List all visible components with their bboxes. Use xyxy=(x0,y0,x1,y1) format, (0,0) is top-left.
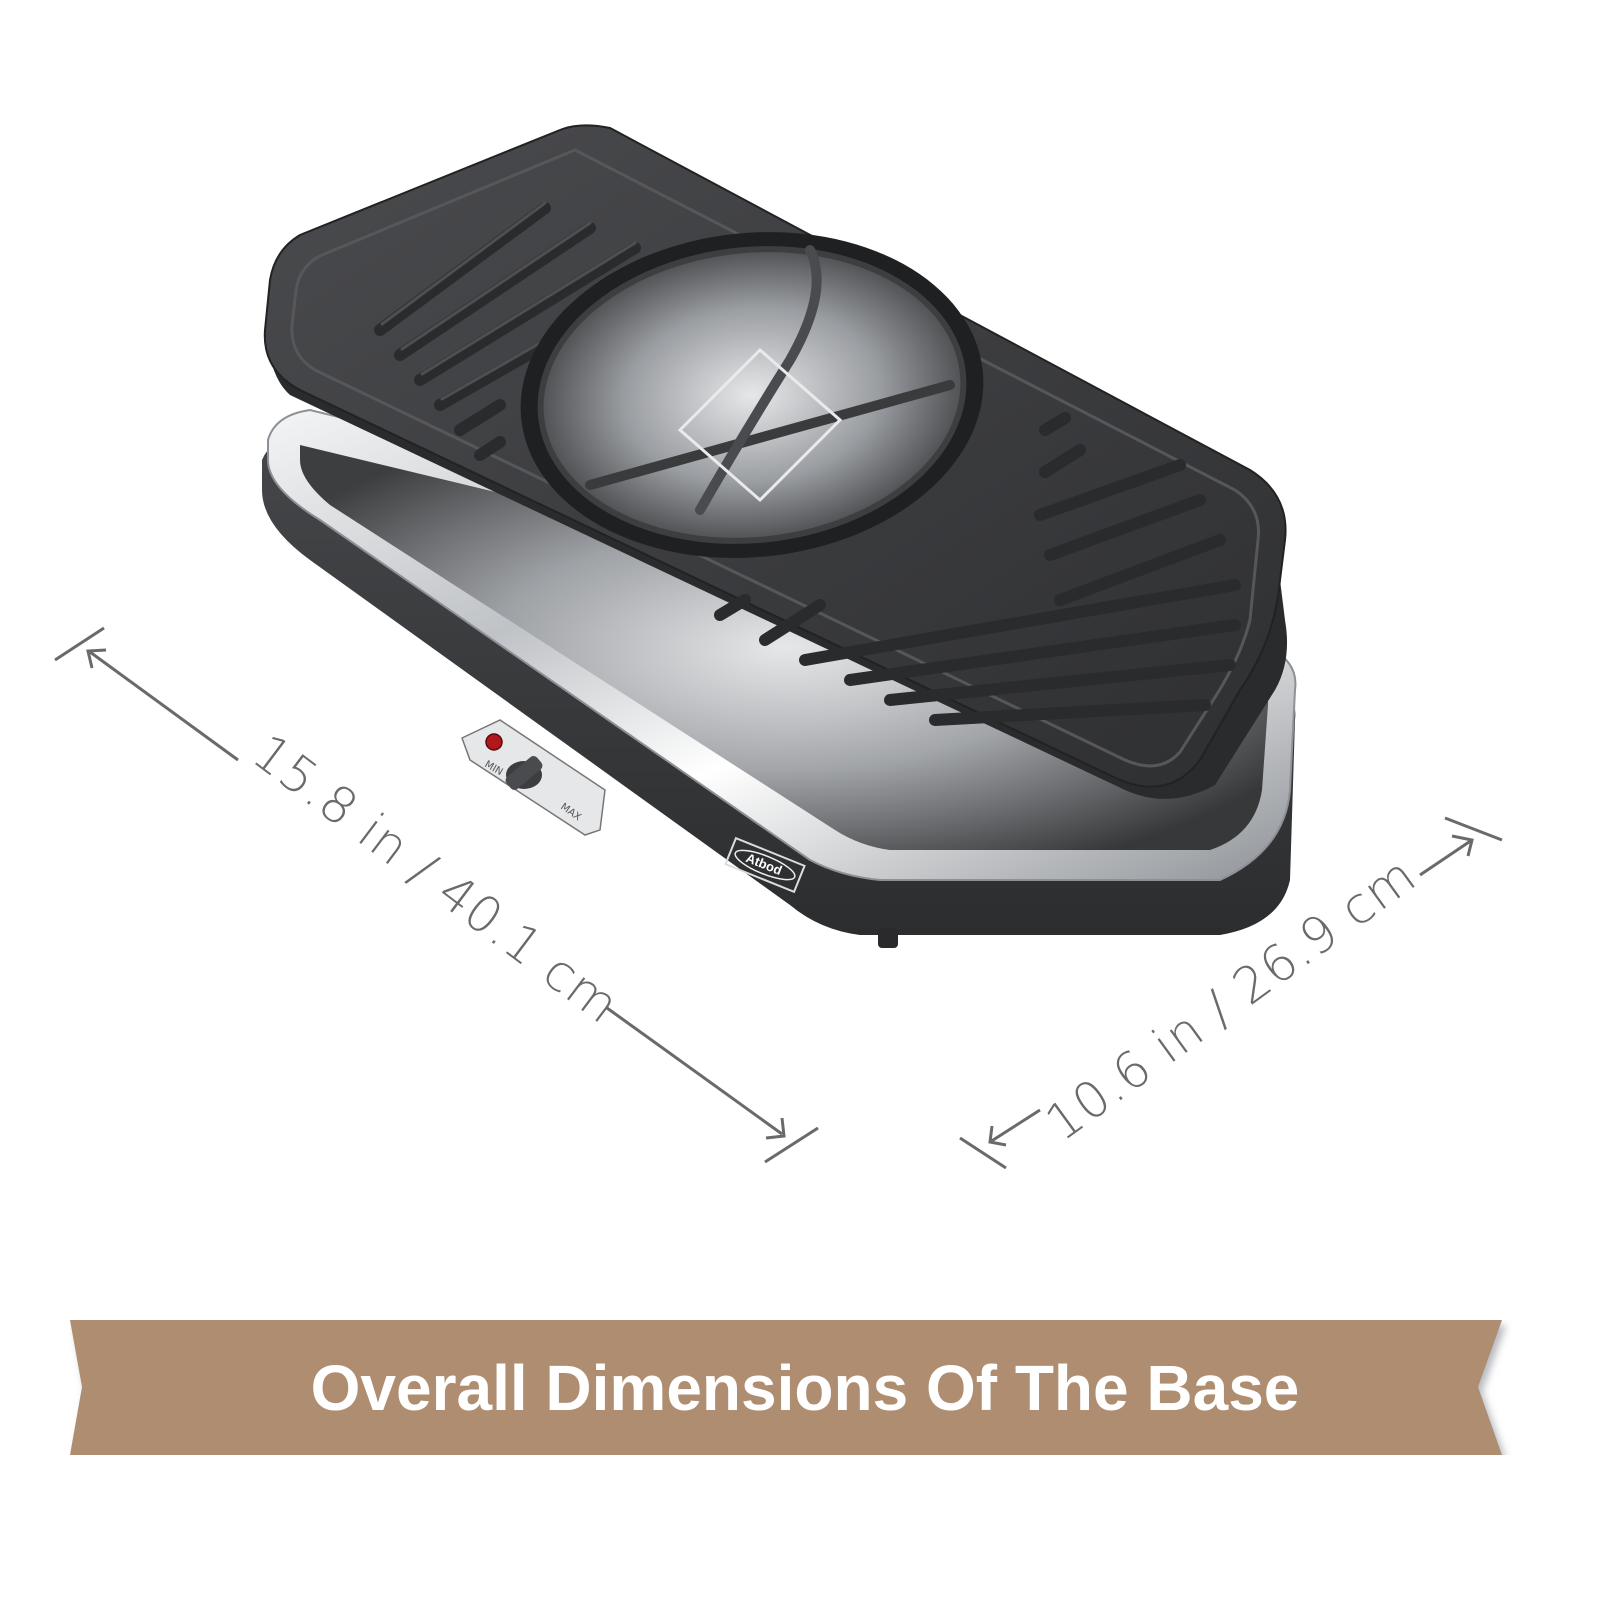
temperature-control-knob[interactable]: MIN MAX xyxy=(461,719,606,836)
banner-ribbon-shape xyxy=(70,1320,1502,1455)
grill-plate xyxy=(263,124,1288,799)
width-dimension-line xyxy=(959,816,1503,1170)
banner-title: Overall Dimensions Of The Base xyxy=(310,1351,1300,1424)
center-ring-opening xyxy=(520,232,984,558)
grill-ridges-right xyxy=(714,412,1241,726)
title-banner: Overall Dimensions Of The Base xyxy=(70,1320,1540,1455)
grill-base xyxy=(262,408,1297,948)
brand-badge: Atbod xyxy=(724,836,806,894)
length-dimension-line xyxy=(54,626,819,1164)
power-indicator-light xyxy=(485,733,503,751)
